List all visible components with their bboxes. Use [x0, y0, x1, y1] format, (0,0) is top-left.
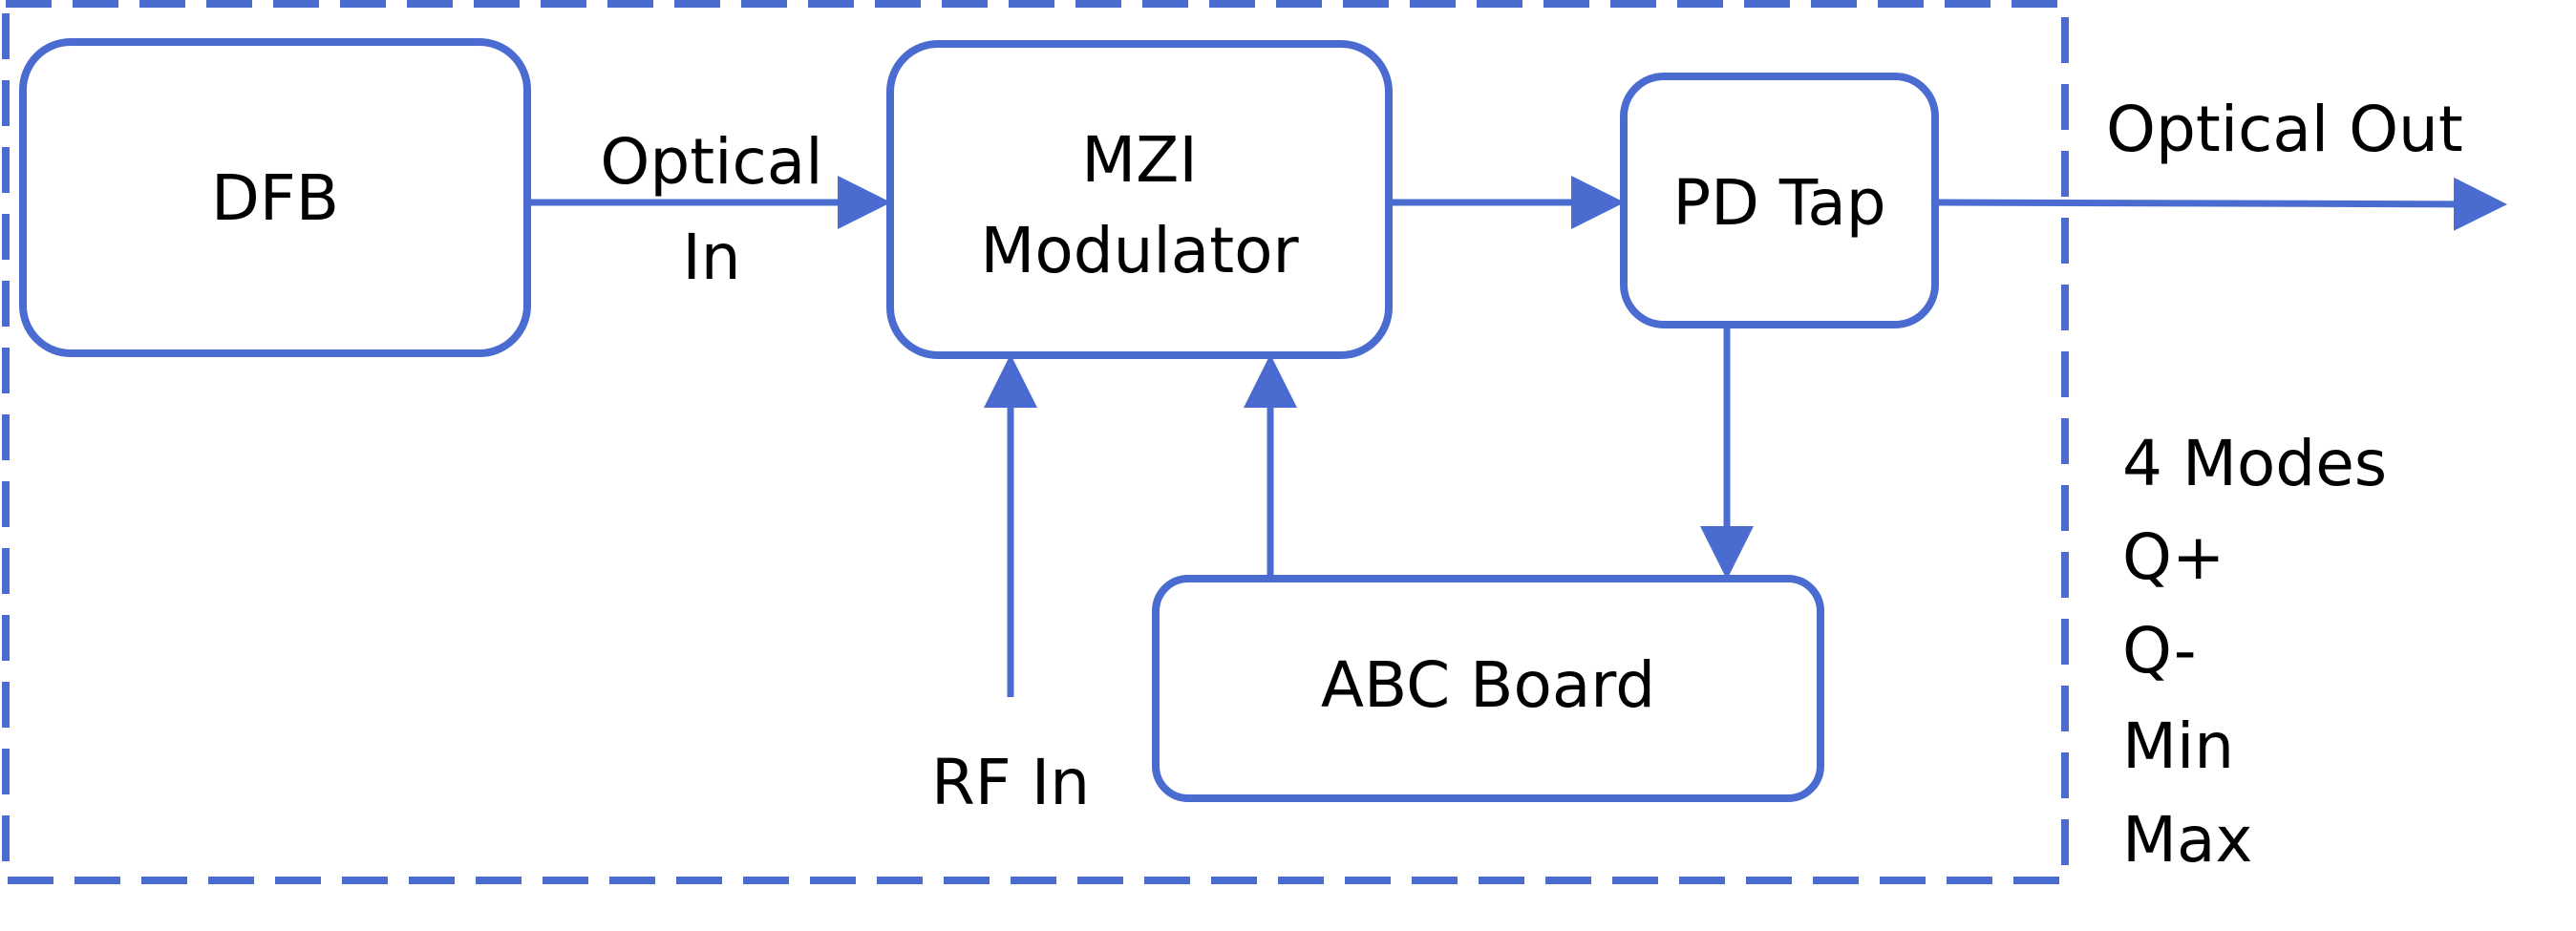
pd-tap-block: PD Tap: [1620, 73, 1939, 328]
mode-item: Q-: [2122, 614, 2197, 688]
mzi-label-line1: MZI: [1081, 123, 1198, 197]
abc-board-block: ABC Board: [1152, 575, 1824, 802]
optical-out-label: Optical Out: [2106, 93, 2463, 166]
mode-item: Q+: [2122, 520, 2225, 594]
pd-tap-label: PD Tap: [1672, 166, 1885, 240]
mode-item: Max: [2122, 803, 2252, 877]
arrow-pd-tap-to-output: [1938, 177, 2507, 231]
system-enclosure: [2, 0, 2069, 884]
dfb-block: DFB: [19, 38, 531, 357]
mzi-label-line2: Modulator: [980, 214, 1299, 287]
optical-in-label-line2: In: [682, 221, 740, 294]
optical-in-label-line1: Optical: [600, 125, 822, 199]
rf-in-label: RF In: [931, 746, 1090, 819]
abc-board-label: ABC Board: [1321, 648, 1655, 722]
dfb-label: DFB: [211, 161, 339, 235]
mode-item: Min: [2122, 709, 2234, 783]
modes-title: 4 Modes: [2122, 427, 2387, 500]
mzi-modulator-block: MZI Modulator: [886, 40, 1393, 359]
modes-list: 4 Modes Q+ Q- Min Max: [2122, 427, 2387, 877]
